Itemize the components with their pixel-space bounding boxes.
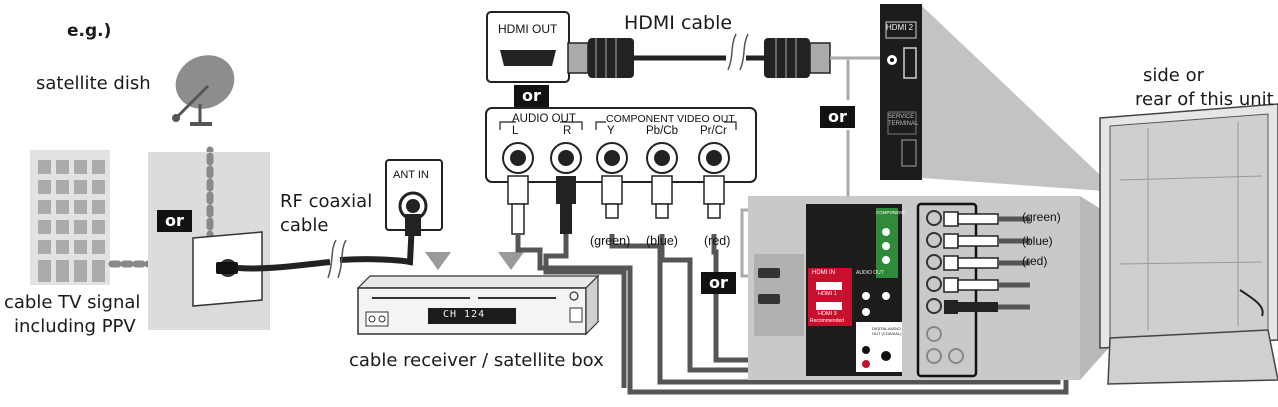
down-arrow-icon xyxy=(425,252,451,270)
hdmi2-label: HDMI 2 xyxy=(886,23,914,32)
cable-tv-label-line1: cable TV signal xyxy=(4,292,141,313)
hdmi-cable-label: HDMI cable xyxy=(624,12,733,34)
rear-panel xyxy=(748,196,1170,380)
hdmi-cable xyxy=(567,33,831,78)
cable-tv-label-line2: including PPV xyxy=(14,316,136,337)
panel-hdmi-in-label: HDMI IN xyxy=(812,270,835,276)
panel-audio-out-label: AUDIO OUT xyxy=(856,270,884,276)
panel-hdmi1-label: HDMI 1 xyxy=(818,291,837,297)
down-arrow-icon xyxy=(498,252,524,270)
green-label: (green) xyxy=(590,234,631,248)
rf-cable-label-line1: RF coaxial xyxy=(280,191,373,212)
rear-green-label: (green) xyxy=(1022,210,1061,224)
cable-receiver-box xyxy=(356,274,600,336)
comp-pr-label: Pr/Cr xyxy=(700,125,727,137)
or-badge-side: or xyxy=(820,106,855,128)
comp-y-label: Y xyxy=(607,125,615,137)
rf-cable-label-line2: cable xyxy=(280,215,329,236)
receiver-display: CH 124 xyxy=(443,309,486,320)
cable-tv-building-icon xyxy=(30,150,110,285)
rca-jacks xyxy=(502,142,730,174)
panel-hdmi3-label: HDMI 3 xyxy=(818,311,837,317)
tv-side-panel xyxy=(880,4,1118,192)
unit-label-line2: rear of this unit xyxy=(1135,89,1274,110)
receiver-label: cable receiver / satellite box xyxy=(349,350,604,371)
example-label: e.g.) xyxy=(67,21,112,41)
comp-pb-label: Pb/Cb xyxy=(646,125,678,137)
hdmi-route-line xyxy=(740,130,850,278)
or-badge-rear: or xyxy=(701,272,736,294)
audio-l-label: L xyxy=(512,125,519,137)
satellite-dish-label: satellite dish xyxy=(36,73,151,94)
satellite-dish-icon xyxy=(172,55,235,126)
audio-r-label: R xyxy=(563,125,572,137)
tv-icon xyxy=(1099,103,1278,385)
ant-in-label: ANT IN xyxy=(393,169,429,181)
component-video-out-label: COMPONENT VIDEO OUT xyxy=(606,113,735,125)
hdmi-out-label: HDMI OUT xyxy=(498,22,558,36)
rear-red-label: (red) xyxy=(1022,254,1048,268)
blue-label: (blue) xyxy=(646,234,678,248)
panel-component-label: COMPONENT xyxy=(876,210,906,215)
red-label: (red) xyxy=(704,234,731,248)
or-badge-hdmi-out: or xyxy=(514,85,549,107)
unit-label-line1: side or xyxy=(1143,65,1205,86)
or-badge-wall: or xyxy=(157,210,192,232)
service-terminal-label: SERVICE TERMINAL xyxy=(888,114,919,127)
rf-cable-left xyxy=(237,259,331,272)
panel-digital-audio-label: DIGITAL AUDIO OUT (COAXIAL) xyxy=(872,326,902,336)
rca-plugs xyxy=(507,175,725,235)
rear-blue-label: (blue) xyxy=(1022,234,1053,248)
panel-recommended-label: Recommended xyxy=(810,318,844,324)
rf-cable-right xyxy=(339,221,415,266)
audio-out-label: AUDIO OUT xyxy=(512,113,576,125)
